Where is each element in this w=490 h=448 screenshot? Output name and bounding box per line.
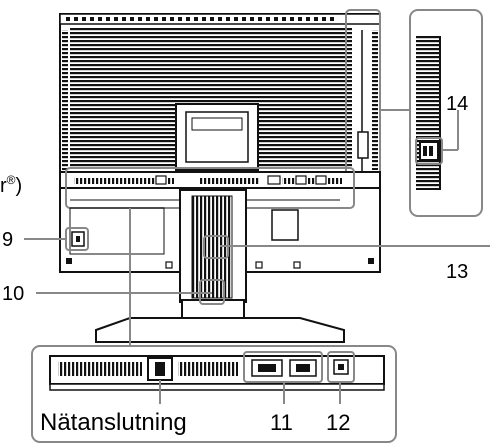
right-side-vents — [372, 30, 378, 170]
callout-11: 11 — [270, 410, 293, 435]
left-edge-text: r®) — [0, 173, 22, 197]
callout-9: 9 — [2, 229, 13, 251]
callout-13: 13 — [446, 261, 468, 283]
callout-10: 10 — [2, 283, 24, 305]
power-connection-label: Nätanslutning — [40, 409, 187, 436]
callout-14: 14 — [446, 93, 468, 115]
callout-12: 12 — [326, 410, 350, 435]
left-side-vents — [62, 30, 68, 170]
stand-base — [96, 318, 344, 342]
